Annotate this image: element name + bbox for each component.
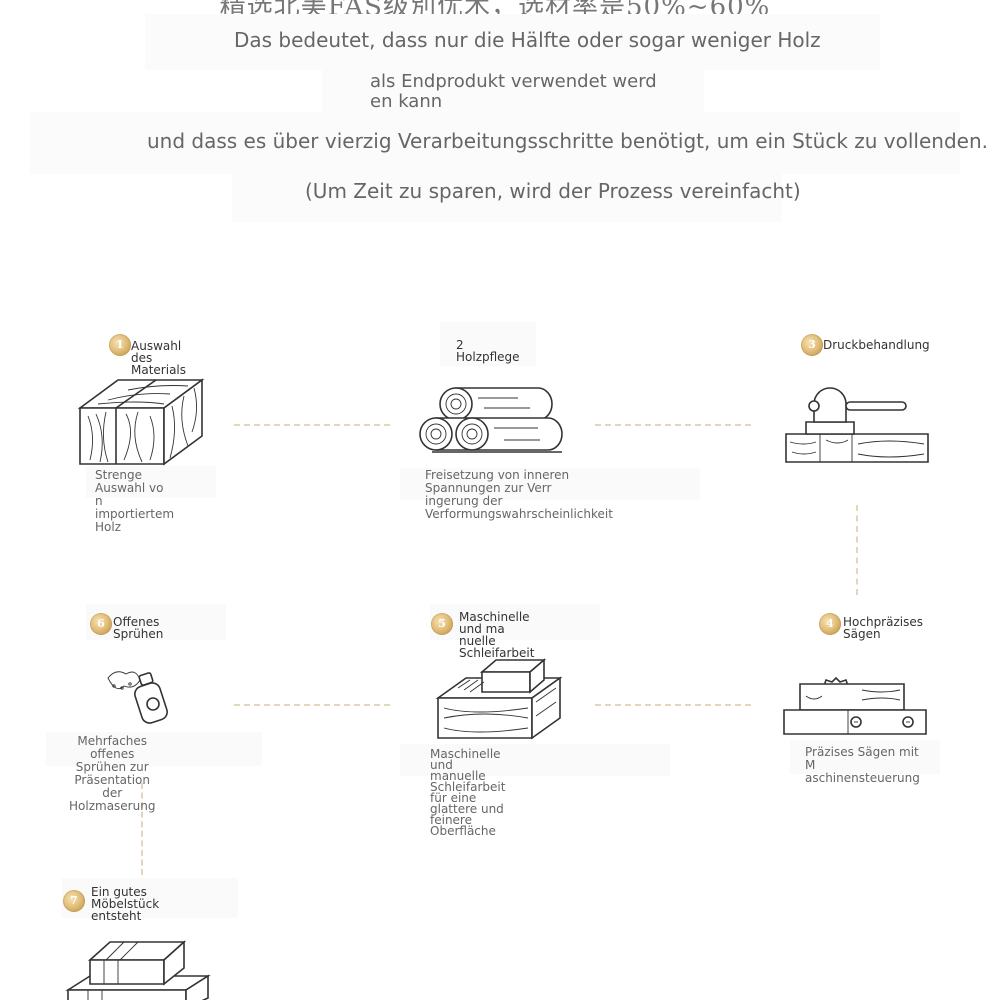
text-band-3 — [30, 112, 960, 174]
step-4-label: Hochpräzises Sägen — [843, 615, 923, 641]
spray-can-icon — [104, 664, 174, 726]
connector-6-7 — [141, 783, 143, 875]
press-clamp-icon — [784, 382, 930, 464]
logs-stack-icon — [418, 386, 566, 460]
step-1-desc-bg — [86, 466, 216, 498]
step-4-number-badge: 4 — [819, 613, 841, 635]
step-5-number-badge: 5 — [431, 613, 453, 635]
step-2-label: 2 Holzpflege — [456, 338, 520, 364]
step-5-desc-bg — [400, 744, 670, 776]
step-1-description: Strenge Auswahl vo n importiertem Holz — [95, 468, 175, 534]
step-6-label: Offenes Sprühen — [113, 615, 164, 641]
connector-2-3 — [595, 424, 751, 426]
step-4-desc-bg — [790, 740, 940, 774]
step-5-description: Maschinelle und manuelle Schleifarbeit f… — [430, 747, 506, 838]
intro-line-3: und dass es über vierzig Verarbeitungssc… — [147, 129, 988, 153]
step-5-label: Maschinelle und ma nuelle Schleifarbeit — [459, 610, 535, 660]
step-1-number-badge: 1 — [109, 334, 131, 356]
connector-5-6 — [234, 704, 390, 706]
step-2-description: Freisetzung von inneren Spannungen zur V… — [425, 468, 613, 521]
step-2-label-bg — [440, 322, 536, 366]
step-6-number-badge: 6 — [90, 613, 112, 635]
step-1-label: Auswahl des Materials — [131, 339, 187, 377]
step-5-label-bg — [430, 604, 600, 640]
intro-line-2: als Endprodukt verwendet werd en kann — [370, 71, 657, 112]
sanding-block-icon — [436, 658, 562, 740]
step-6-description: Mehrfaches offenes Sprühen zur Präsentat… — [69, 734, 156, 813]
connector-1-2 — [234, 424, 390, 426]
step-6-desc-bg — [46, 732, 262, 766]
lumber-block-icon — [78, 376, 204, 468]
circular-saw-icon — [782, 668, 928, 738]
step-7-label-bg — [62, 878, 238, 918]
furniture-boxes-icon — [66, 938, 212, 1000]
step-7-label: Ein gutes Möbelstück entsteht — [91, 885, 160, 923]
text-band-1 — [145, 14, 880, 70]
step-4-description: Präzises Sägen mit M aschinensteuerung — [805, 745, 920, 785]
connector-4-5 — [595, 704, 751, 706]
step-7-number-badge: 7 — [63, 890, 85, 912]
intro-line-4: (Um Zeit zu sparen, wird der Prozess ver… — [305, 179, 801, 203]
text-band-4 — [232, 174, 782, 222]
step-3-label: Druckbehandlung — [823, 338, 930, 352]
text-band-2 — [322, 70, 704, 116]
intro-line-1: Das bedeutet, dass nur die Hälfte oder s… — [234, 28, 821, 52]
step-2-desc-bg — [400, 468, 700, 500]
connector-3-4 — [856, 505, 858, 595]
step-3-number-badge: 3 — [801, 334, 823, 356]
